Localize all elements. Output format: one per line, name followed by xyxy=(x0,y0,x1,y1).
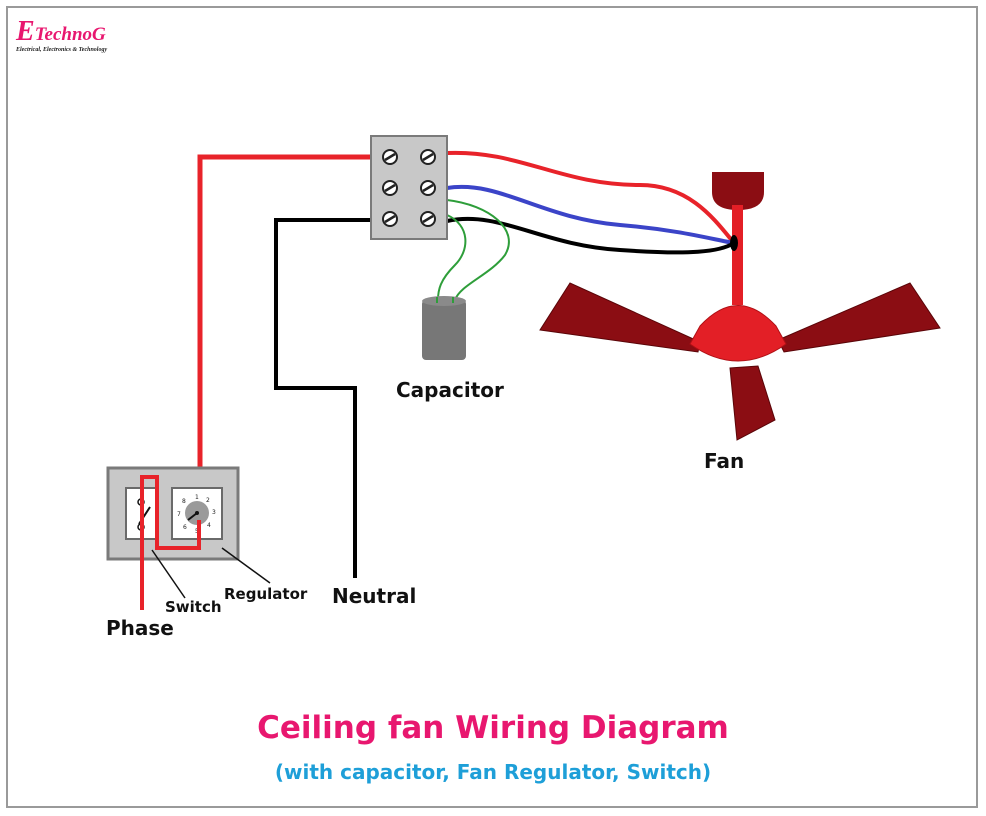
switchboard: 1 2 3 4 5 6 7 8 xyxy=(106,466,240,610)
fan-label: Fan xyxy=(704,449,745,473)
capacitor-lead-1 xyxy=(437,214,467,301)
terminal-block xyxy=(370,135,448,240)
switch-pointer-line xyxy=(151,549,186,599)
fan-blade-right xyxy=(777,282,941,353)
blue-wire-to-fan xyxy=(446,184,735,245)
capacitor xyxy=(422,296,466,360)
dial-number: 4 xyxy=(207,522,211,529)
phase-label: Phase xyxy=(106,616,174,640)
fan-downrod xyxy=(732,205,743,305)
regulator-pointer-line xyxy=(221,547,271,584)
fan-canopy xyxy=(712,172,764,210)
neutral-wire xyxy=(274,218,373,578)
dial-number: 3 xyxy=(212,509,216,516)
capacitor-body xyxy=(422,300,466,360)
fan-blade-bottom xyxy=(729,365,776,441)
logo-tagline: Electrical, Electronics & Technology xyxy=(16,47,108,53)
etechnog-logo: ETechnoG Electrical, Electronics & Techn… xyxy=(16,16,108,54)
dial-number: 7 xyxy=(177,511,181,518)
dial-number: 6 xyxy=(183,524,187,531)
capacitor-lead-2 xyxy=(446,199,510,301)
dial-number: 1 xyxy=(195,494,199,501)
dial-number: 8 xyxy=(182,498,186,505)
neutral-label: Neutral xyxy=(332,584,417,608)
regulator-label: Regulator xyxy=(224,585,308,603)
fan-wires xyxy=(446,150,738,255)
fan-wire-entry xyxy=(730,235,738,251)
capacitor-label: Capacitor xyxy=(396,378,504,402)
fan xyxy=(539,172,941,441)
diagram-frame xyxy=(6,6,978,808)
fan-motor xyxy=(689,305,787,362)
phase-wire-internal xyxy=(140,475,201,610)
diagram-title: Ceiling fan Wiring Diagram xyxy=(257,710,729,746)
capacitor-top xyxy=(422,296,466,306)
red-wire-to-fan xyxy=(446,150,736,245)
diagram-subtitle: (with capacitor, Fan Regulator, Switch) xyxy=(274,760,712,784)
fan-blade-left xyxy=(539,282,701,353)
switch-label: Switch xyxy=(165,598,222,616)
dial-number: 2 xyxy=(206,497,210,504)
capacitor-leads xyxy=(437,199,510,301)
phase-wire-upper xyxy=(197,154,373,480)
black-wire-to-fan xyxy=(446,216,736,255)
logo-text: ETechnoG xyxy=(16,16,106,47)
